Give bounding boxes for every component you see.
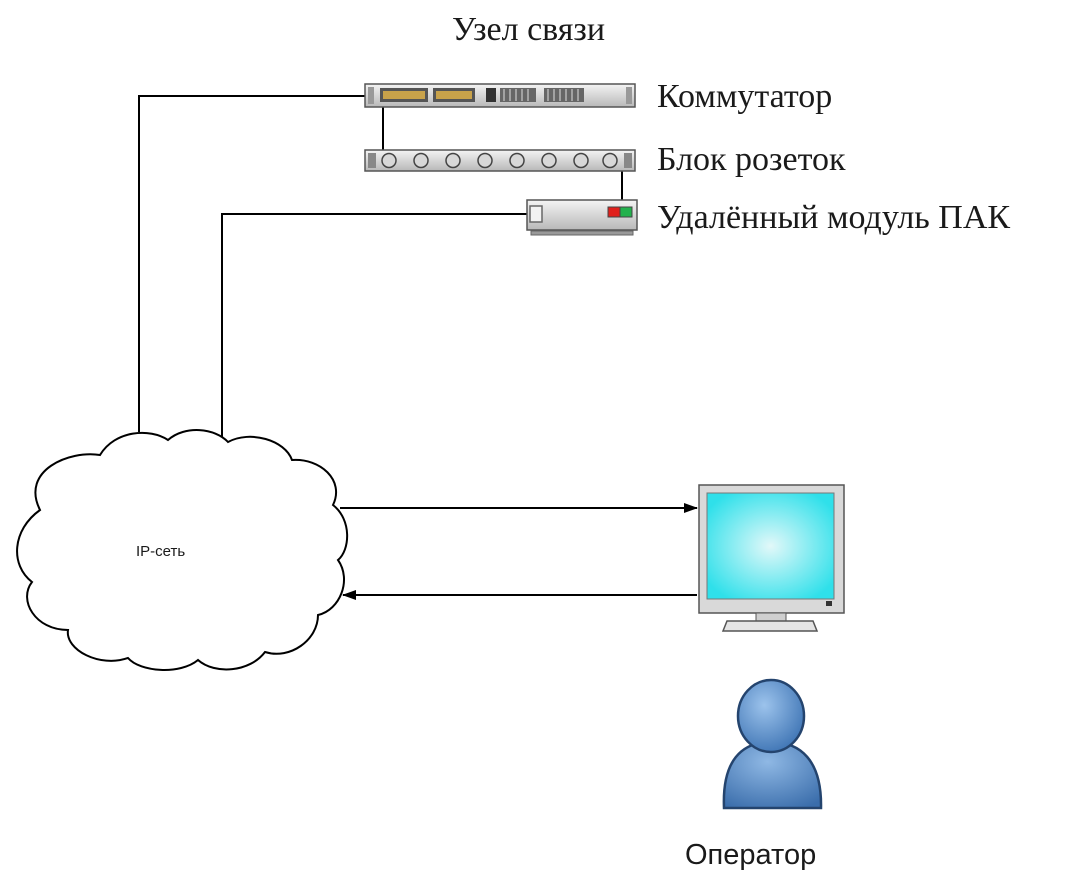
switch-device[interactable] (364, 83, 636, 108)
monitor-icon[interactable] (698, 484, 845, 632)
module-to-cloud-line (221, 213, 527, 437)
operator-label: Оператор (685, 839, 816, 871)
remote-module-device[interactable] (526, 199, 638, 236)
power-strip-device[interactable] (364, 149, 636, 172)
remote-module-label: Удалённый модуль ПАК (657, 199, 1010, 236)
cloud-label: IP-сеть (136, 543, 185, 560)
switch-to-cloud-line (138, 95, 367, 432)
cloud-shape (16, 429, 349, 671)
connection-lines (138, 95, 623, 437)
node-title: Узел связи (452, 11, 605, 48)
ip-network-cloud (16, 429, 349, 671)
user-icon (722, 678, 823, 810)
switch-label: Коммутатор (657, 78, 832, 115)
power-strip-label: Блок розеток (657, 141, 846, 178)
